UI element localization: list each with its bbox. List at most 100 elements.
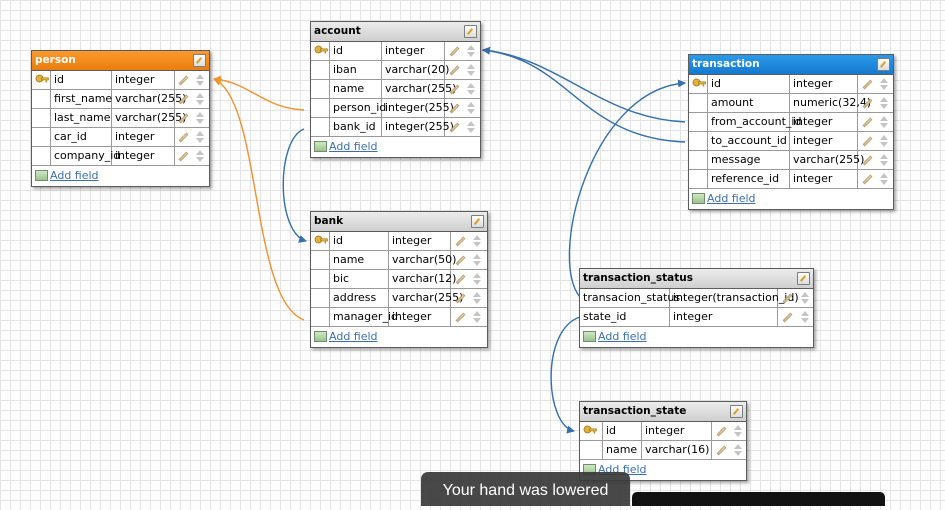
table-bank[interactable]: bank id integer name varchar(50) bic var… (310, 211, 488, 348)
table-header[interactable]: transaction_status (580, 269, 813, 289)
pencil-icon[interactable] (862, 155, 873, 166)
table-person[interactable]: person id integer first_name varchar(255… (31, 50, 210, 187)
sort-arrows-icon[interactable] (466, 102, 475, 114)
pencil-icon[interactable] (455, 236, 466, 247)
table-row[interactable]: name varchar(50) (311, 251, 487, 270)
add-field-link[interactable]: Add field (707, 192, 756, 205)
pencil-icon[interactable] (178, 132, 189, 143)
sort-arrows-icon[interactable] (473, 254, 482, 266)
table-header[interactable]: bank (311, 212, 487, 232)
table-row[interactable]: to_account_id integer (689, 132, 893, 151)
edit-table-icon[interactable] (464, 25, 477, 38)
sort-arrows-icon[interactable] (473, 292, 482, 304)
table-row[interactable]: bank_id integer(255) (311, 118, 480, 137)
pencil-icon[interactable] (178, 75, 189, 86)
edit-table-icon[interactable] (730, 405, 743, 418)
add-field-link[interactable]: Add field (50, 169, 99, 182)
table-header[interactable]: account (311, 22, 480, 42)
pencil-icon[interactable] (449, 65, 460, 76)
sort-arrows-icon[interactable] (473, 235, 482, 247)
sort-arrows-icon[interactable] (734, 425, 743, 437)
sort-arrows-icon[interactable] (801, 311, 809, 323)
pencil-icon[interactable] (862, 136, 873, 147)
edit-table-icon[interactable] (193, 54, 206, 67)
table-header[interactable]: transaction_state (580, 402, 746, 422)
sort-arrows-icon[interactable] (473, 311, 482, 323)
pencil-icon[interactable] (455, 255, 466, 266)
sort-arrows-icon[interactable] (879, 154, 888, 166)
table-row[interactable]: address varchar(255) (311, 289, 487, 308)
table-row[interactable]: id integer (311, 42, 480, 61)
add-field-link[interactable]: Add field (329, 330, 378, 343)
sort-arrows-icon[interactable] (195, 150, 204, 162)
pencil-icon[interactable] (782, 293, 793, 304)
table-transaction-state[interactable]: transaction_state id integer name varcha… (579, 401, 747, 481)
sort-arrows-icon[interactable] (879, 97, 888, 109)
pencil-icon[interactable] (455, 274, 466, 285)
sort-arrows-icon[interactable] (195, 74, 204, 86)
pencil-icon[interactable] (449, 84, 460, 95)
pencil-icon[interactable] (449, 122, 460, 133)
pencil-icon[interactable] (782, 312, 793, 323)
sort-arrows-icon[interactable] (879, 78, 888, 90)
pencil-icon[interactable] (862, 174, 873, 185)
table-row[interactable]: person_id integer(255) (311, 99, 480, 118)
table-transaction-status[interactable]: transaction_status transacion_status int… (579, 268, 814, 348)
pencil-icon[interactable] (178, 151, 189, 162)
table-row[interactable]: name varchar(255) (311, 80, 480, 99)
table-header[interactable]: transaction (689, 55, 893, 75)
pencil-icon[interactable] (716, 445, 727, 456)
table-row[interactable]: name varchar(16) (580, 441, 746, 460)
sort-arrows-icon[interactable] (466, 64, 475, 76)
table-row[interactable]: id integer (32, 71, 209, 90)
edit-table-icon[interactable] (877, 58, 890, 71)
table-row[interactable]: transacion_status integer(transaction_id… (580, 289, 813, 308)
table-row[interactable]: car_id integer (32, 128, 209, 147)
sort-arrows-icon[interactable] (801, 292, 809, 304)
pencil-icon[interactable] (862, 117, 873, 128)
pencil-icon[interactable] (178, 113, 189, 124)
table-transaction[interactable]: transaction id integer amount numeric(32… (688, 54, 894, 210)
table-row[interactable]: id integer (311, 232, 487, 251)
sort-arrows-icon[interactable] (195, 112, 204, 124)
table-row[interactable]: message varchar(255) (689, 151, 893, 170)
table-row[interactable]: manager_id integer (311, 308, 487, 327)
pencil-icon[interactable] (449, 46, 460, 57)
add-field-icon[interactable] (583, 330, 596, 342)
pencil-icon[interactable] (455, 293, 466, 304)
sort-arrows-icon[interactable] (466, 121, 475, 133)
pencil-icon[interactable] (862, 98, 873, 109)
table-account[interactable]: account id integer iban varchar(20) name… (310, 21, 481, 158)
pencil-icon[interactable] (449, 103, 460, 114)
pencil-icon[interactable] (716, 426, 727, 437)
sort-arrows-icon[interactable] (879, 173, 888, 185)
sort-arrows-icon[interactable] (466, 83, 475, 95)
table-row[interactable]: id integer (689, 75, 893, 94)
sort-arrows-icon[interactable] (466, 45, 475, 57)
table-header[interactable]: person (32, 51, 209, 71)
table-row[interactable]: state_id integer (580, 308, 813, 327)
table-row[interactable]: from_account_id integer (689, 113, 893, 132)
add-field-icon[interactable] (314, 140, 327, 152)
table-row[interactable]: reference_id integer (689, 170, 893, 189)
table-row[interactable]: bic varchar(12) (311, 270, 487, 289)
table-row[interactable]: amount numeric(32,4) (689, 94, 893, 113)
table-row[interactable]: company_id integer (32, 147, 209, 166)
table-row[interactable]: id integer (580, 422, 746, 441)
sort-arrows-icon[interactable] (879, 135, 888, 147)
add-field-icon[interactable] (314, 330, 327, 342)
pencil-icon[interactable] (178, 94, 189, 105)
pencil-icon[interactable] (862, 79, 873, 90)
sort-arrows-icon[interactable] (879, 116, 888, 128)
table-row[interactable]: iban varchar(20) (311, 61, 480, 80)
add-field-link[interactable]: Add field (329, 140, 378, 153)
edit-table-icon[interactable] (471, 215, 484, 228)
add-field-link[interactable]: Add field (598, 330, 647, 343)
add-field-icon[interactable] (692, 192, 705, 204)
edit-table-icon[interactable] (797, 272, 810, 285)
sort-arrows-icon[interactable] (734, 444, 743, 456)
table-row[interactable]: last_name varchar(255) (32, 109, 209, 128)
sort-arrows-icon[interactable] (195, 131, 204, 143)
sort-arrows-icon[interactable] (473, 273, 482, 285)
sort-arrows-icon[interactable] (195, 93, 204, 105)
